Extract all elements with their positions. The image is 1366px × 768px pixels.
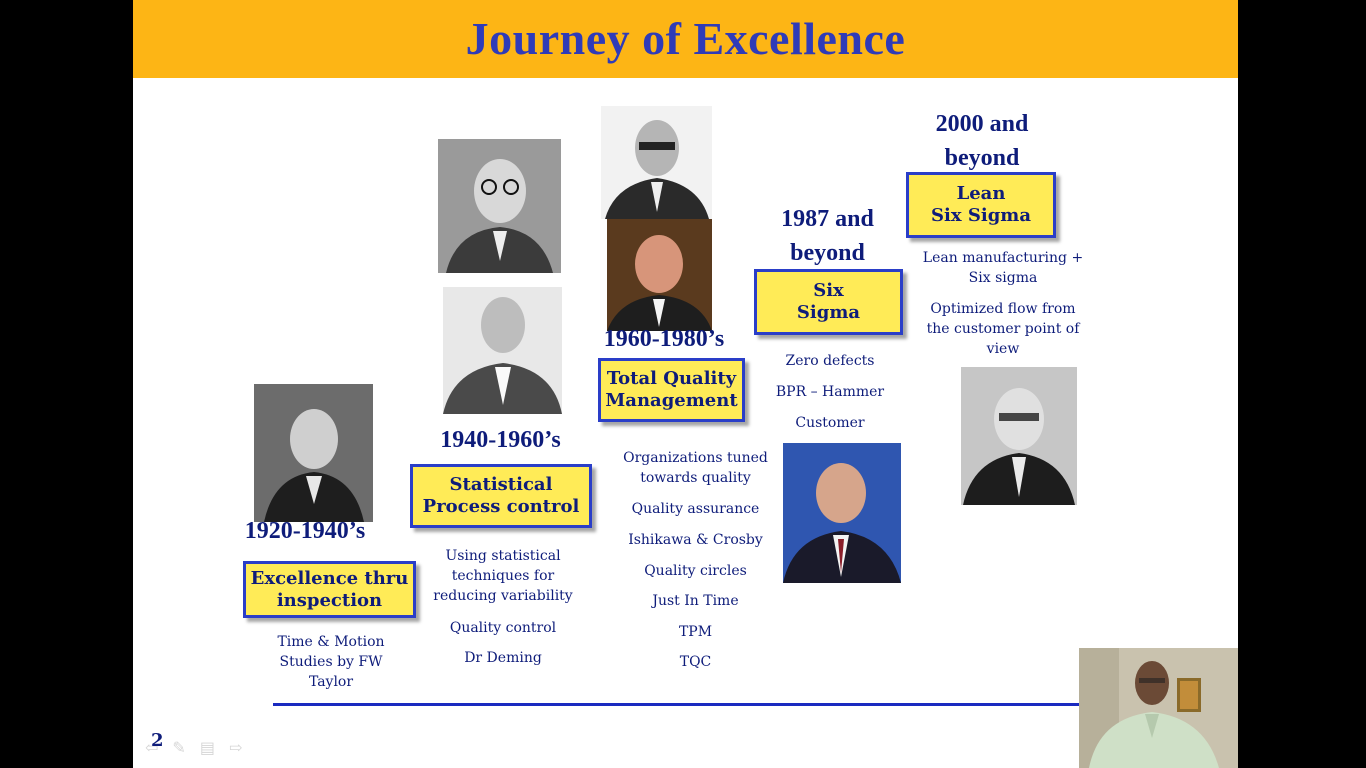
note-lean-manufacturing: Lean manufacturing + Six sigma <box>922 250 1084 286</box>
note-tqc: TQC <box>679 654 712 670</box>
next-arrow-icon[interactable]: ⇨ <box>228 738 243 757</box>
note-statistical: Using statistical techniques for reducin… <box>433 548 573 604</box>
note-tpm: TPM <box>678 624 713 640</box>
note-customer: Customer <box>795 415 865 431</box>
note-quality-assurance: Quality assurance <box>631 501 760 517</box>
era-period-1940: 1940-1960’s <box>440 427 561 453</box>
portrait-toyoda-photo <box>961 367 1077 505</box>
portrait-deming-photo <box>443 287 562 414</box>
note-ishikawa-crosby: Ishikawa & Crosby <box>628 532 763 548</box>
note-zero-defects: Zero defects <box>785 353 875 369</box>
era-period-1960: 1960-1980’s <box>603 326 725 352</box>
era-box-inspection: Excellence thru inspection <box>243 561 416 618</box>
note-bpr: BPR – Hammer <box>775 384 885 400</box>
slide-number: 2 <box>151 730 164 751</box>
note-jit: Just In Time <box>652 593 739 609</box>
era-period-1987: 1987 and beyond <box>781 206 874 266</box>
note-deming: Dr Deming <box>464 650 542 666</box>
portrait-harry-photo <box>783 443 901 583</box>
portrait-shewhart-photo <box>438 139 561 273</box>
era-box-tqm: Total Quality Management <box>598 358 745 422</box>
note-taylor: Time & Motion Studies by FW Taylor <box>277 634 385 690</box>
era-box-six-sigma: Six Sigma <box>754 269 903 335</box>
menu-icon[interactable]: ▤ <box>199 738 215 757</box>
slide-navigation-icons[interactable]: ⇦ ✎ ▤ ⇨ <box>145 738 242 757</box>
portrait-ishikawa-photo <box>601 106 712 219</box>
era-box-lean-six-sigma: Lean Six Sigma <box>906 172 1056 238</box>
prev-arrow-icon[interactable]: ⇦ <box>145 738 159 757</box>
slide: Journey of Excellence 1920-1940’s Excell… <box>133 0 1238 768</box>
note-organizations: Organizations tuned towards quality <box>623 450 768 486</box>
era-period-2000: 2000 and beyond <box>935 111 1029 171</box>
slide-title: Journey of Excellence <box>465 13 906 64</box>
era-box-spc: Statistical Process control <box>410 464 592 528</box>
note-quality-circles: Quality circles <box>644 563 747 579</box>
title-bar: Journey of Excellence <box>133 0 1238 78</box>
webcam-video <box>1079 648 1238 768</box>
pen-icon[interactable]: ✎ <box>172 738 186 757</box>
note-quality-control: Quality control <box>449 620 557 636</box>
portrait-taylor-photo <box>254 384 373 522</box>
portrait-crosby-photo <box>607 219 712 331</box>
timeline-baseline <box>273 703 1093 706</box>
era-period-1920: 1920-1940’s <box>244 518 366 544</box>
note-optimized-flow: Optimized flow from the customer point o… <box>926 301 1080 357</box>
